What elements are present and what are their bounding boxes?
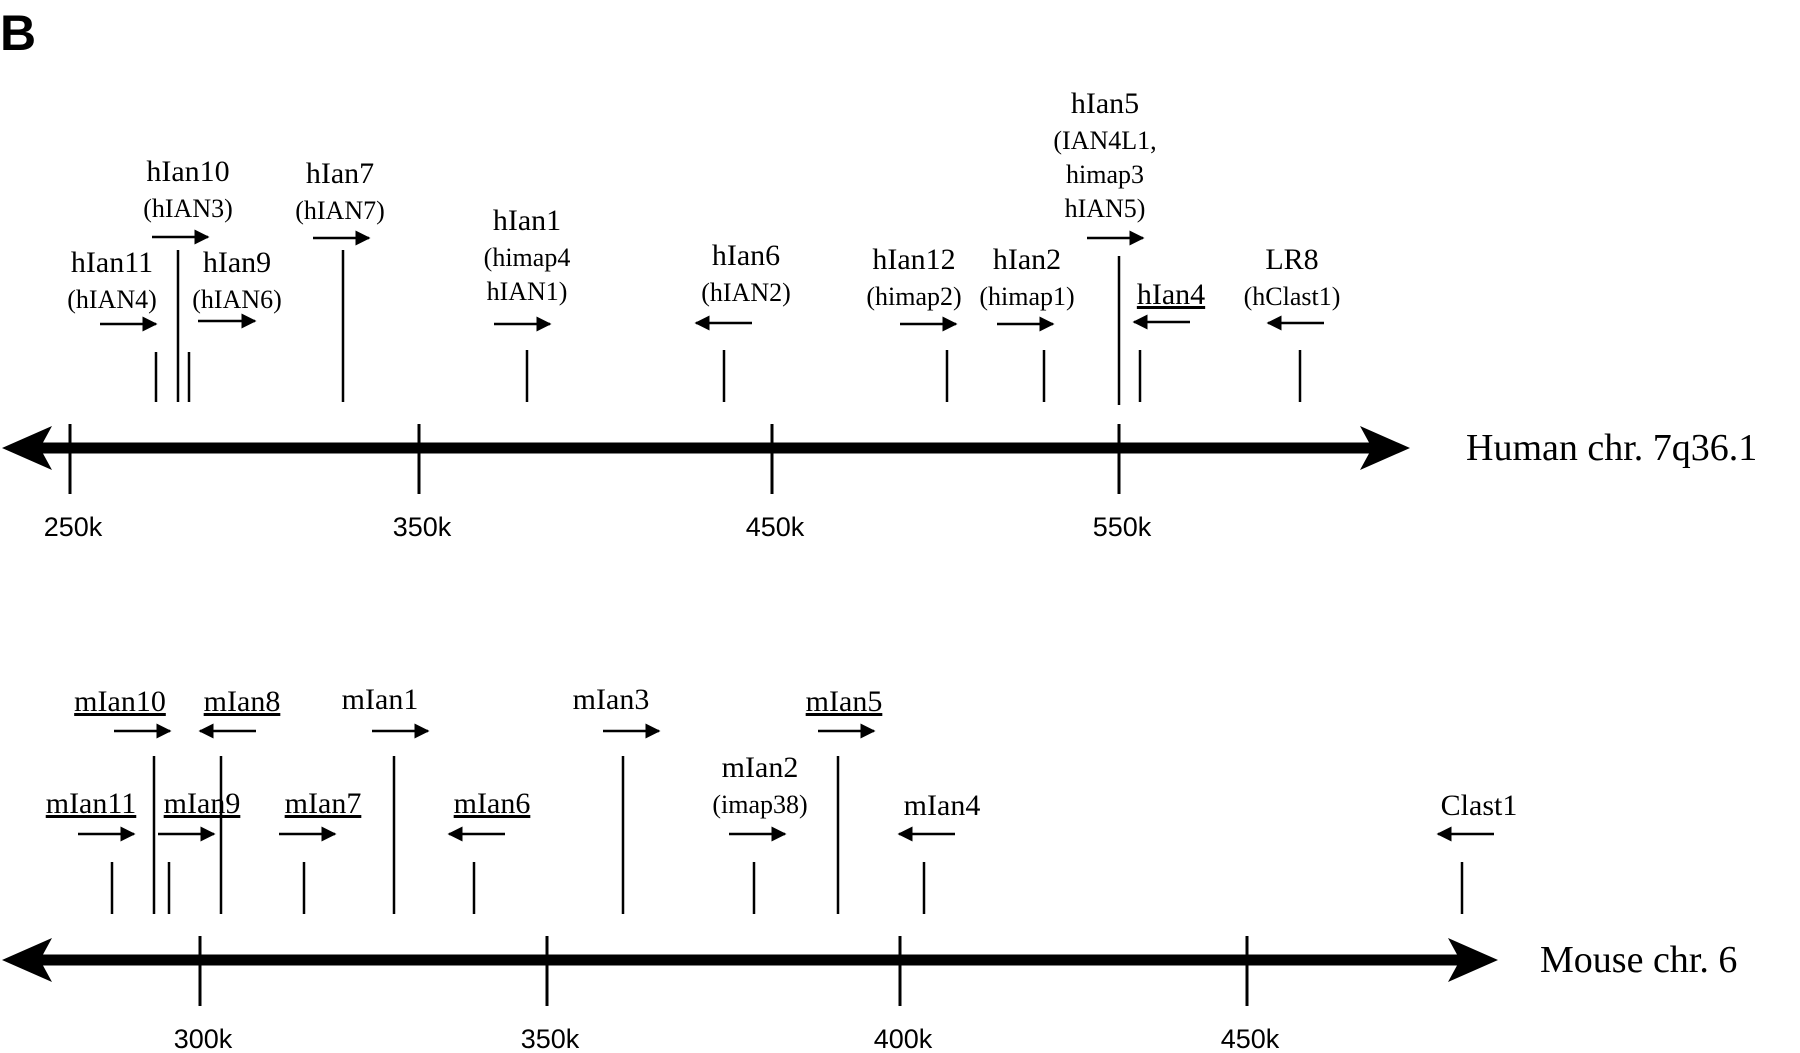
gene-name: mIan5 xyxy=(806,685,883,718)
gene-alias: (himap4 xyxy=(484,243,571,272)
gene-mIan10: mIan10 xyxy=(74,685,172,914)
gene-alias: (hIAN6) xyxy=(192,285,282,314)
gene-name: hIan2 xyxy=(993,243,1061,276)
gene-name: hIan12 xyxy=(872,243,955,276)
mouse-tick-label: 350k xyxy=(521,1024,580,1053)
mouse-axis-left-arrowhead xyxy=(2,938,52,982)
human-tick-label: 550k xyxy=(1093,512,1152,542)
human-tick-label: 450k xyxy=(746,512,805,542)
gene-hIan5: hIan5 (IAN4L1, himap3 hIAN5) xyxy=(1053,87,1157,405)
human-chromosome-label: Human chr. 7q36.1 xyxy=(1466,427,1757,469)
human-genes: hIan11(hIAN4)hIan10(hIAN3)hIan9(hIAN6)hI… xyxy=(67,87,1340,405)
gene-name: hIan9 xyxy=(203,246,271,279)
gene-alias: (himap1) xyxy=(979,282,1074,311)
gene-mIan9: mIan9 xyxy=(158,787,240,914)
gene-name: mIan7 xyxy=(285,787,362,820)
gene-name: mIan8 xyxy=(204,685,281,718)
panel-label: B xyxy=(0,5,36,61)
gene-name: mIan4 xyxy=(904,789,981,822)
gene-alias: (hIAN7) xyxy=(295,196,385,225)
gene-mIan3: mIan3 xyxy=(573,683,661,914)
gene-hIan10: hIan10 (hIAN3) xyxy=(143,155,233,402)
gene-hIan12: hIan12 (himap2) xyxy=(866,243,962,402)
mouse-tick-label: 300k xyxy=(174,1024,233,1053)
mouse-chromosome-label: Mouse chr. 6 xyxy=(1540,939,1737,981)
gene-name: LR8 xyxy=(1265,243,1318,276)
gene-mIan1: mIan1 xyxy=(342,683,430,914)
gene-name: hIan1 xyxy=(493,204,561,237)
gene-hIan9: hIan9 (hIAN6) xyxy=(187,246,282,402)
gene-name: mIan6 xyxy=(454,787,531,820)
mouse-chromosome-axis xyxy=(2,938,1498,982)
gene-hIan4: hIan4 xyxy=(1132,278,1205,402)
gene-alias: (imap38) xyxy=(712,790,807,819)
human-tick-label: 250k xyxy=(44,512,103,542)
mouse-genes: mIan11 mIan10 mIan9 mIan8 mIan7 mIan1 mIan6 mIa… xyxy=(46,683,1518,914)
gene-alias: (hIAN4) xyxy=(67,285,157,314)
gene-name: hIan6 xyxy=(712,239,780,272)
gene-hIan6: hIan6 (hIAN2) xyxy=(694,239,791,402)
gene-alias: himap3 xyxy=(1066,160,1144,189)
gene-name: hIan5 xyxy=(1071,87,1139,120)
gene-name: mIan10 xyxy=(74,685,166,718)
mouse-tick-label: 450k xyxy=(1221,1024,1280,1053)
gene-mIan4: mIan4 xyxy=(897,789,981,914)
gene-name: mIan3 xyxy=(573,683,650,716)
gene-hIan11: hIan11 (hIAN4) xyxy=(67,246,158,402)
human-chromosome-axis xyxy=(2,426,1410,470)
human-axis-left-arrowhead xyxy=(2,426,52,470)
gene-LR8: LR8 (hClast1) xyxy=(1244,243,1341,402)
gene-name: mIan1 xyxy=(342,683,419,716)
gene-mIan5: mIan5 xyxy=(806,685,883,914)
gene-hIan2: hIan2 (himap1) xyxy=(979,243,1075,402)
gene-alias: (hIAN3) xyxy=(143,194,233,223)
gene-alias: hIAN5) xyxy=(1065,194,1146,223)
gene-name: hIan7 xyxy=(306,157,374,190)
mouse-tick-label: 400k xyxy=(874,1024,933,1053)
gene-hIan1: hIan1 (himap4 hIAN1) xyxy=(484,204,571,402)
gene-name: mIan11 xyxy=(46,787,137,820)
gene-name: hIan11 xyxy=(71,246,153,279)
human-tick-label: 350k xyxy=(393,512,452,542)
gene-mIan7: mIan7 xyxy=(279,787,361,914)
mouse-axis-right-arrowhead xyxy=(1448,938,1498,982)
gene-mIan11: mIan11 xyxy=(46,787,137,914)
human-axis-ticks: 250k 350k 450k 550k xyxy=(44,424,1152,542)
gene-alias: (hClast1) xyxy=(1244,282,1341,311)
gene-mIan2: mIan2 (imap38) xyxy=(712,751,808,914)
gene-hIan7: hIan7 (hIAN7) xyxy=(295,157,385,402)
gene-name: Clast1 xyxy=(1441,789,1518,822)
gene-mIan6: mIan6 xyxy=(447,787,531,914)
gene-name: mIan9 xyxy=(164,787,241,820)
gene-alias: (himap2) xyxy=(866,282,961,311)
gene-Clast1: Clast1 xyxy=(1436,789,1518,914)
gene-name: mIan2 xyxy=(722,751,799,784)
human-axis-right-arrowhead xyxy=(1360,426,1410,470)
gene-mIan8: mIan8 xyxy=(198,685,281,914)
gene-alias: hIAN1) xyxy=(487,277,568,306)
gene-name: hIan10 xyxy=(146,155,229,188)
gene-name: hIan4 xyxy=(1137,278,1205,311)
gene-alias: (hIAN2) xyxy=(701,278,791,307)
mouse-axis-ticks: 300k 350k 400k 450k xyxy=(174,936,1280,1053)
gene-alias: (IAN4L1, xyxy=(1053,126,1156,155)
